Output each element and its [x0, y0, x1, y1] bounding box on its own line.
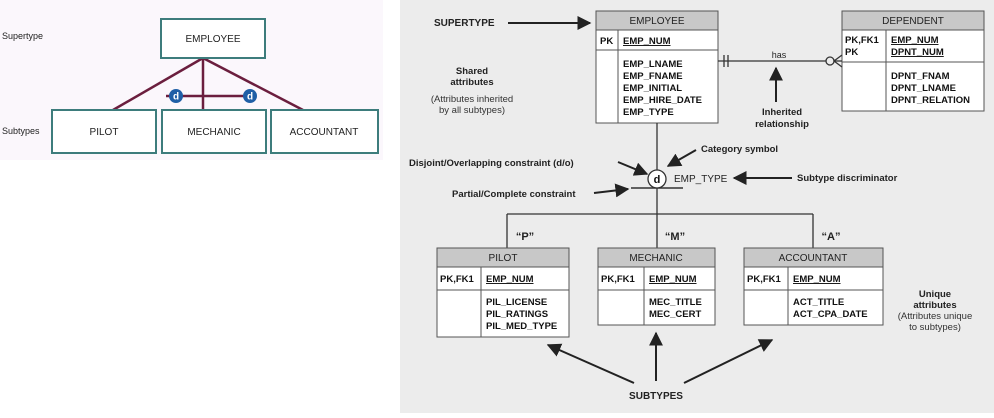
- pilot-field: PIL_RATINGS: [486, 309, 548, 320]
- connector-line: [112, 56, 204, 112]
- inherited-relationship-annotation: relationship: [755, 119, 809, 130]
- unique-attributes-note: to subtypes): [909, 322, 961, 333]
- category-symbol-arrow: [666, 149, 697, 167]
- dependent-field: DPNT_RELATION: [891, 95, 970, 106]
- dependent-table-title: DEPENDENT: [882, 16, 944, 27]
- accountant-code: “A”: [822, 231, 841, 243]
- partial-complete-annotation: Partial/Complete constraint: [452, 189, 576, 200]
- mechanic-pk-label: PK,FK1: [601, 274, 636, 285]
- employee-label: EMPLOYEE: [185, 34, 240, 45]
- subtypes-arrow: [683, 339, 774, 384]
- disjoint-symbol-letter: d: [173, 92, 179, 103]
- accountant-label: ACCOUNTANT: [290, 127, 359, 138]
- pilot-table-title: PILOT: [489, 253, 518, 264]
- dependent-key-label: PK,FK1: [845, 35, 880, 46]
- category-symbol-annotation: Category symbol: [701, 144, 778, 155]
- employee-field: EMP_LNAME: [623, 59, 683, 70]
- employee-field: EMP_HIRE_DATE: [623, 95, 702, 106]
- mechanic-table-title: MECHANIC: [629, 253, 682, 264]
- pilot-field: PIL_LICENSE: [486, 297, 547, 308]
- unique-attributes-annotation: attributes: [913, 300, 956, 311]
- disjoint-symbol: [169, 89, 183, 103]
- inherited-attributes-note: by all subtypes): [439, 105, 505, 116]
- pilot-pk-field: EMP_NUM: [486, 274, 534, 285]
- annotation-labels: SUPERTYPE Shared attributes (Attributes …: [409, 18, 972, 402]
- dependent-key-field: EMP_NUM: [891, 35, 939, 46]
- dependent-field: DPNT_FNAM: [891, 71, 950, 82]
- category-symbol-letter: d: [654, 174, 661, 186]
- subtypes-arrow: [546, 343, 635, 384]
- has-label: has: [772, 50, 787, 60]
- pilot-label: PILOT: [90, 127, 119, 138]
- disjoint-annotation: Disjoint/Overlapping constraint (d/o): [409, 158, 574, 169]
- mechanic-table: MECHANIC PK,FK1 EMP_NUM MEC_TITLE MEC_CE…: [597, 247, 716, 326]
- pilot-table: PILOT PK,FK1 EMP_NUM PIL_LICENSE PIL_RAT…: [436, 247, 570, 338]
- accountant-pk-field: EMP_NUM: [793, 274, 841, 285]
- inherited-relationship-annotation: Inherited: [762, 107, 802, 118]
- connector-line: [202, 56, 304, 112]
- employee-table: EMPLOYEE PK EMP_NUM EMP_LNAME EMP_FNAME …: [595, 10, 719, 124]
- supertype-label: Supertype: [2, 31, 43, 41]
- employee-table-title: EMPLOYEE: [629, 16, 684, 27]
- pilot-box: [51, 109, 157, 154]
- shared-attributes-annotation: attributes: [450, 77, 493, 88]
- mechanic-label: MECHANIC: [187, 127, 240, 138]
- accountant-field: ACT_TITLE: [793, 297, 844, 308]
- disjoint-arrow: [617, 161, 649, 176]
- accountant-table: ACCOUNTANT PK,FK1 EMP_NUM ACT_TITLE ACT_…: [743, 247, 884, 326]
- mechanic-code: “M”: [665, 231, 685, 243]
- disjoint-symbol-letter: d: [247, 92, 253, 103]
- pk-label: PK: [600, 36, 613, 47]
- mechanic-pk-field: EMP_NUM: [649, 274, 697, 285]
- employee-field: EMP_INITIAL: [623, 83, 682, 94]
- dependent-table: DEPENDENT PK,FK1 PK EMP_NUM DPNT_NUM DPN…: [841, 10, 985, 112]
- pilot-code: “P”: [516, 231, 534, 243]
- discriminator-annotation: Subtype discriminator: [797, 173, 898, 184]
- disjoint-symbol: [243, 89, 257, 103]
- accountant-field: ACT_CPA_DATE: [793, 309, 868, 320]
- accountant-pk-label: PK,FK1: [747, 274, 782, 285]
- left-diagram: Supertype Subtypes EMPLOYEE PILOT MECHAN…: [0, 0, 383, 160]
- category-symbol: [647, 169, 667, 189]
- inherited-attributes-note: (Attributes inherited: [431, 94, 513, 105]
- unique-attributes-annotation: Unique: [919, 289, 951, 300]
- mechanic-field: MEC_CERT: [649, 309, 701, 320]
- employee-field: EMP_FNAME: [623, 71, 683, 82]
- pilot-pk-label: PK,FK1: [440, 274, 475, 285]
- mechanic-box: [161, 109, 267, 154]
- employee-box: [160, 18, 266, 59]
- pilot-field: PIL_MED_TYPE: [486, 321, 557, 332]
- employee-field: EMP_TYPE: [623, 107, 674, 118]
- has-relationship: has: [718, 50, 843, 68]
- right-diagram: EMPLOYEE PK EMP_NUM EMP_LNAME EMP_FNAME …: [400, 0, 994, 413]
- unique-attributes-note: (Attributes unique: [898, 311, 972, 322]
- subtypes-label: Subtypes: [2, 126, 40, 136]
- employee-pk-field: EMP_NUM: [623, 36, 671, 47]
- mechanic-field: MEC_TITLE: [649, 297, 702, 308]
- dependent-key-label: PK: [845, 47, 858, 58]
- subtypes-annotation: SUBTYPES: [629, 391, 683, 402]
- discriminator-field: EMP_TYPE: [674, 174, 728, 185]
- annotation-arrows: [508, 16, 792, 384]
- partial-arrow: [593, 183, 630, 198]
- accountant-box: [270, 109, 379, 154]
- dependent-key-field: DPNT_NUM: [891, 47, 944, 58]
- supertype-annotation: SUPERTYPE: [434, 18, 495, 29]
- accountant-table-title: ACCOUNTANT: [779, 253, 848, 264]
- shared-attributes-annotation: Shared: [456, 66, 488, 77]
- category-structure: d EMP_TYPE “P” “M” “A”: [506, 123, 841, 248]
- dependent-field: DPNT_LNAME: [891, 83, 956, 94]
